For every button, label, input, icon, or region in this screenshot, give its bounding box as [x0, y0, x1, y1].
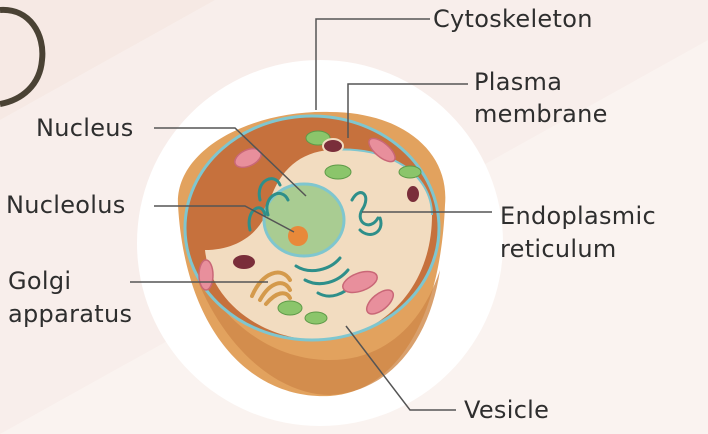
golgi-apparatus [250, 270, 292, 306]
line-nucleolus [154, 205, 295, 233]
label-membrane: membrane [474, 100, 608, 128]
label-golgi: Golgi [8, 267, 72, 295]
label-endoplasmic: Endoplasmic [500, 202, 656, 230]
leader-lines [130, 18, 492, 411]
line-cytoskeleton [315, 18, 430, 110]
label-plasma: Plasma [474, 68, 563, 96]
nucleus [262, 182, 346, 258]
label-reticulum: reticulum [500, 235, 617, 263]
decor-arc [0, 6, 46, 107]
endoplasmic-reticulum [247, 177, 383, 298]
plasma-membrane [183, 114, 441, 342]
label-cytoskeleton: Cytoskeleton [433, 5, 593, 33]
label-nucleus: Nucleus [36, 114, 134, 142]
membrane-inner [329, 148, 433, 216]
line-vesicle [345, 325, 456, 411]
label-vesicle: Vesicle [464, 396, 550, 424]
nucleolus [288, 226, 308, 246]
label-apparatus: apparatus [8, 300, 133, 328]
line-nucleus [154, 127, 307, 197]
cell-body-shade [190, 260, 440, 395]
dark-vesicles [231, 138, 421, 271]
label-nucleolus: Nucleolus [6, 191, 126, 219]
line-plasma-membrane [347, 83, 468, 138]
